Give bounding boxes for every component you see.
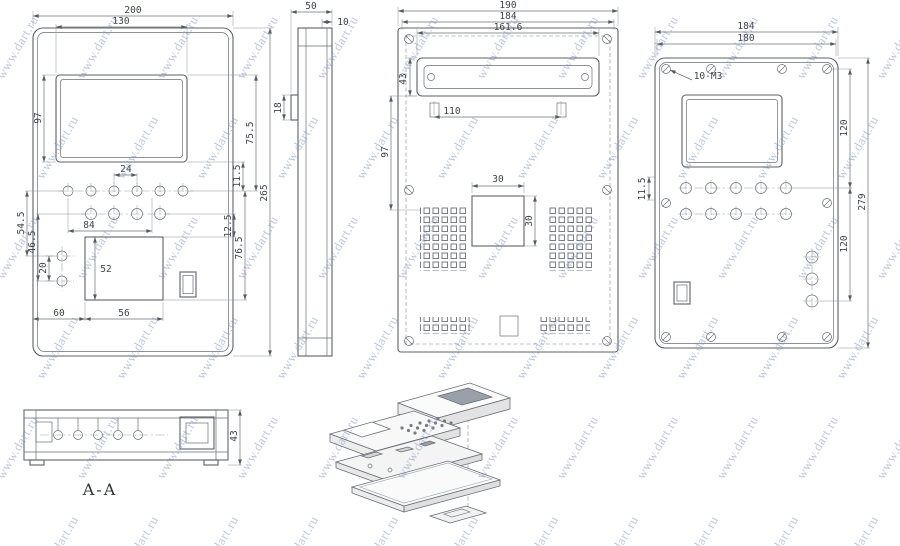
- dim-front-pocket-width: 56: [118, 308, 130, 319]
- dim-front-right-a: 11.5: [232, 165, 243, 188]
- inner-view: 190 184 161.6 43 97 110 30 30: [380, 0, 619, 353]
- section-view: 43 A-A: [23, 409, 242, 499]
- section-dimensions: [228, 409, 242, 466]
- exploded-view: [328, 382, 512, 524]
- dim-inner-clip-span: 110: [443, 106, 460, 117]
- dim-inner-slot-height: 43: [398, 73, 409, 84]
- section-label: A-A: [82, 480, 118, 499]
- dim-inner-slot-width: 161.6: [494, 22, 523, 33]
- dim-front-left-a: 54.5: [16, 212, 27, 235]
- dim-back-width: 184: [737, 21, 754, 32]
- dim-front-height: 265: [259, 184, 270, 201]
- dim-front-left-b: 46.5: [27, 231, 38, 254]
- front-outline: [32, 27, 234, 357]
- dim-inner-boss-height: 30: [524, 215, 535, 227]
- dim-side-depth: 50: [305, 1, 317, 12]
- back-outline: [654, 57, 839, 349]
- exploded-clip: [428, 505, 488, 524]
- dim-front-offset-left: 60: [53, 308, 65, 319]
- front-centerlines: [45, 183, 193, 291]
- dim-front-right-d: 12.5: [223, 215, 234, 238]
- dim-front-width: 200: [124, 5, 141, 16]
- dim-front-right-c: 76.5: [234, 237, 245, 260]
- dim-front-display-width: 130: [112, 16, 129, 27]
- side-view: 50 10 18: [273, 1, 349, 357]
- dim-front-display-height: 97: [33, 112, 44, 123]
- dim-front-left-c: 20: [38, 262, 49, 274]
- back-centerlines: [678, 180, 821, 310]
- dim-front-hole-pitch: 24: [120, 164, 132, 175]
- inner-dimensions: [389, 7, 619, 247]
- dim-front-right-b: 75.5: [245, 122, 256, 145]
- section-outline: [23, 409, 229, 466]
- keypad-holes: [400, 416, 453, 435]
- back-view: 184 180 10-M3 11.5 120 120 279: [637, 21, 870, 349]
- dim-side-lip: 10: [337, 17, 349, 28]
- inner-outline: [397, 27, 619, 353]
- dim-front-pocket-height: 52: [100, 264, 111, 275]
- dim-front-hole-span: 84: [83, 220, 95, 231]
- dim-back-inner-width: 180: [737, 33, 754, 44]
- back-dimensions: [647, 27, 870, 349]
- exploded-bottom-cover: [350, 460, 502, 513]
- front-view: 200 130 24 84 52 60 56 54.5 46.5 20 97 1…: [16, 5, 272, 357]
- label-back-screw-note: 10-M3: [694, 71, 723, 82]
- side-dimensions: [282, 9, 333, 121]
- dim-side-flange: 18: [273, 102, 284, 114]
- dim-inner-inner-width: 184: [499, 11, 516, 22]
- dim-inner-boss-width: 30: [492, 174, 504, 185]
- dim-section-height: 43: [229, 430, 240, 441]
- dim-inner-left-height: 97: [380, 146, 391, 157]
- dim-back-left: 11.5: [637, 178, 648, 201]
- dim-back-upper: 120: [839, 119, 850, 136]
- dim-back-lower: 120: [839, 235, 850, 252]
- dim-back-height: 279: [857, 193, 868, 210]
- dim-inner-width: 190: [499, 0, 516, 11]
- side-outline: [290, 27, 333, 357]
- front-dimensions: [25, 11, 272, 357]
